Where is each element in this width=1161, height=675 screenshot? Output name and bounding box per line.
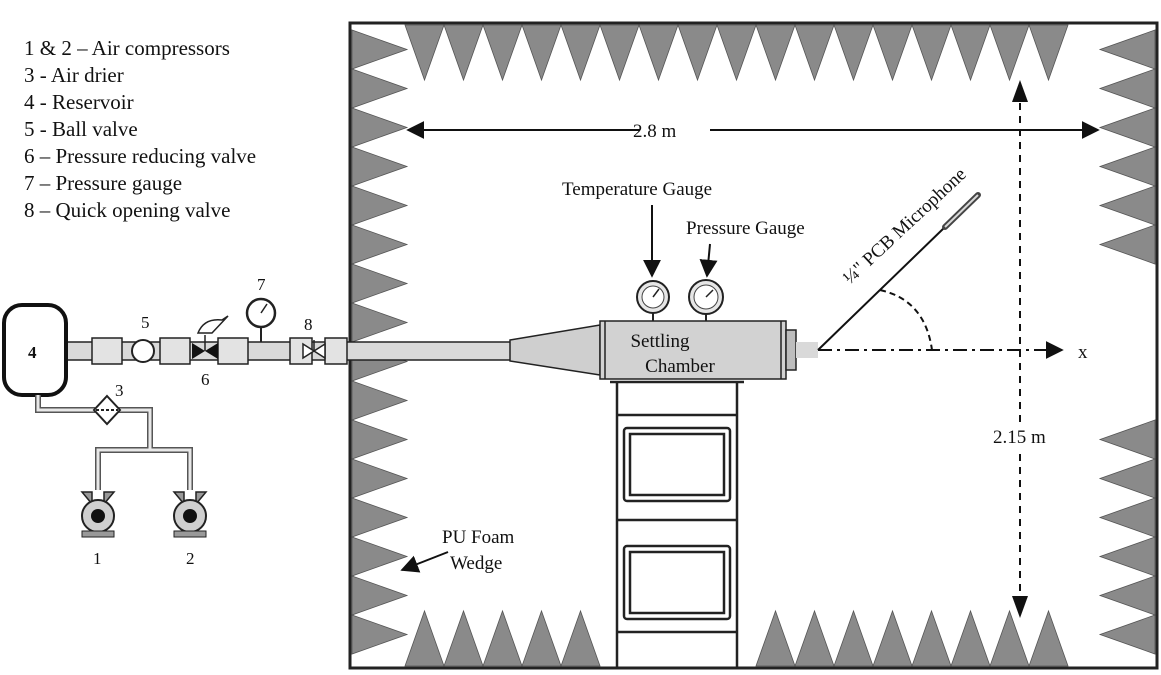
support-stand	[610, 380, 744, 668]
foam-wedge-left	[351, 419, 409, 460]
foam-wedge-right	[1098, 497, 1156, 538]
foam-wedge-left	[351, 107, 409, 148]
legend-item-1: 1 & 2 – Air compressors	[24, 36, 230, 60]
foam-wedge-label-line2: Wedge	[450, 553, 502, 574]
foam-wedge-top	[755, 24, 796, 82]
quick-opening-valve	[302, 340, 326, 360]
foam-wedge-top	[482, 24, 523, 82]
foam-wedge-top	[560, 24, 601, 82]
foam-wedge-left	[351, 380, 409, 421]
foam-wedge-bottom	[911, 609, 952, 667]
foam-wedge-right	[1098, 68, 1156, 109]
foam-wedge-right	[1098, 575, 1156, 616]
foam-wedge-right	[1098, 458, 1156, 499]
ball-valve-label: 5	[141, 313, 150, 332]
foam-wedge-top	[404, 24, 445, 82]
foam-wedges	[351, 24, 1156, 667]
foam-wedge-top	[1028, 24, 1069, 82]
feed-pipe	[63, 337, 513, 365]
reservoir-label: 4	[28, 343, 37, 362]
legend: 1 & 2 – Air compressors 3 - Air drier 4 …	[24, 36, 256, 222]
foam-wedge-top	[716, 24, 757, 82]
width-label: 2.8 m	[633, 121, 677, 142]
air-compressor-1	[80, 491, 116, 538]
foam-wedge-bottom	[560, 609, 601, 667]
pressure-reducing-valve	[192, 315, 229, 359]
foam-wedge-top	[521, 24, 562, 82]
foam-wedge-top	[638, 24, 679, 82]
legend-item-7: 8 – Quick opening valve	[24, 198, 230, 222]
foam-wedge-right	[1098, 536, 1156, 577]
foam-wedge-top	[950, 24, 991, 82]
height-label: 2.15 m	[993, 427, 1046, 448]
foam-wedge-left	[351, 536, 409, 577]
microphone-angle-arc	[879, 289, 933, 351]
quick-opening-valve-label: 8	[304, 315, 313, 334]
ball-valve	[131, 339, 155, 363]
foam-wedge-bottom	[755, 609, 796, 667]
foam-wedge-top	[989, 24, 1030, 82]
legend-item-6: 7 – Pressure gauge	[24, 171, 182, 195]
foam-wedge-right	[1098, 29, 1156, 70]
foam-wedge-top	[599, 24, 640, 82]
legend-item-5: 6 – Pressure reducing valve	[24, 144, 256, 168]
foam-wedge-bottom	[404, 609, 445, 667]
foam-wedge-top	[872, 24, 913, 82]
foam-wedge-bottom	[872, 609, 913, 667]
foam-wedge-top	[677, 24, 718, 82]
foam-wedge-bottom	[482, 609, 523, 667]
foam-wedge-left	[351, 29, 409, 70]
foam-wedge-top	[833, 24, 874, 82]
settling-chamber-label-line1: Settling	[630, 331, 690, 352]
pressure-reducing-valve-label: 6	[201, 370, 210, 389]
pressure-gauge	[245, 297, 277, 342]
foam-wedge-left	[351, 614, 409, 655]
foam-wedge-right	[1098, 146, 1156, 187]
legend-item-3: 4 - Reservoir	[24, 90, 134, 114]
microphone-boom	[817, 226, 946, 351]
foam-wedge-left	[351, 146, 409, 187]
foam-wedge-left	[351, 68, 409, 109]
foam-wedge-left	[351, 224, 409, 265]
foam-wedge-bottom	[1028, 609, 1069, 667]
foam-wedge-right	[1098, 185, 1156, 226]
legend-item-2: 3 - Air drier	[24, 63, 124, 87]
foam-wedge-left	[351, 497, 409, 538]
legend-item-4: 5 - Ball valve	[24, 117, 138, 141]
foam-wedge-right	[1098, 224, 1156, 265]
foam-wedge-top	[794, 24, 835, 82]
foam-wedge-left	[351, 458, 409, 499]
foam-wedge-left	[351, 575, 409, 616]
pressure-gauge-label: 7	[257, 275, 266, 294]
air-drier	[92, 394, 122, 426]
settling-chamber-label-line2: Chamber	[645, 356, 715, 377]
air-compressor-2-label: 2	[186, 549, 195, 568]
foam-wedge-left	[351, 302, 409, 343]
settling-chamber	[509, 320, 818, 380]
foam-wedge-bottom	[989, 609, 1030, 667]
foam-wedge-label-line1: PU Foam	[442, 527, 515, 548]
microphone	[942, 192, 981, 230]
foam-wedge-left	[351, 263, 409, 304]
foam-wedge-top	[911, 24, 952, 82]
foam-wedge-top	[443, 24, 484, 82]
foam-wedge-bottom	[950, 609, 991, 667]
air-drier-label: 3	[115, 381, 124, 400]
foam-wedge-right	[1098, 419, 1156, 460]
temperature-gauge-label: Temperature Gauge	[562, 179, 712, 200]
foam-wedge-right	[1098, 107, 1156, 148]
foam-wedge-left	[351, 185, 409, 226]
temperature-gauge	[636, 280, 670, 321]
foam-wedge-bottom	[521, 609, 562, 667]
pressure-gauge-text: Pressure Gauge	[686, 218, 805, 239]
foam-wedge-bottom	[833, 609, 874, 667]
foam-wedge-bottom	[794, 609, 835, 667]
foam-wedge-right	[1098, 614, 1156, 655]
chamber-pressure-gauge	[688, 279, 724, 321]
air-compressor-2	[172, 491, 208, 538]
air-compressor-1-label: 1	[93, 549, 102, 568]
foam-wedge-bottom	[443, 609, 484, 667]
axis-label: x	[1078, 342, 1088, 363]
